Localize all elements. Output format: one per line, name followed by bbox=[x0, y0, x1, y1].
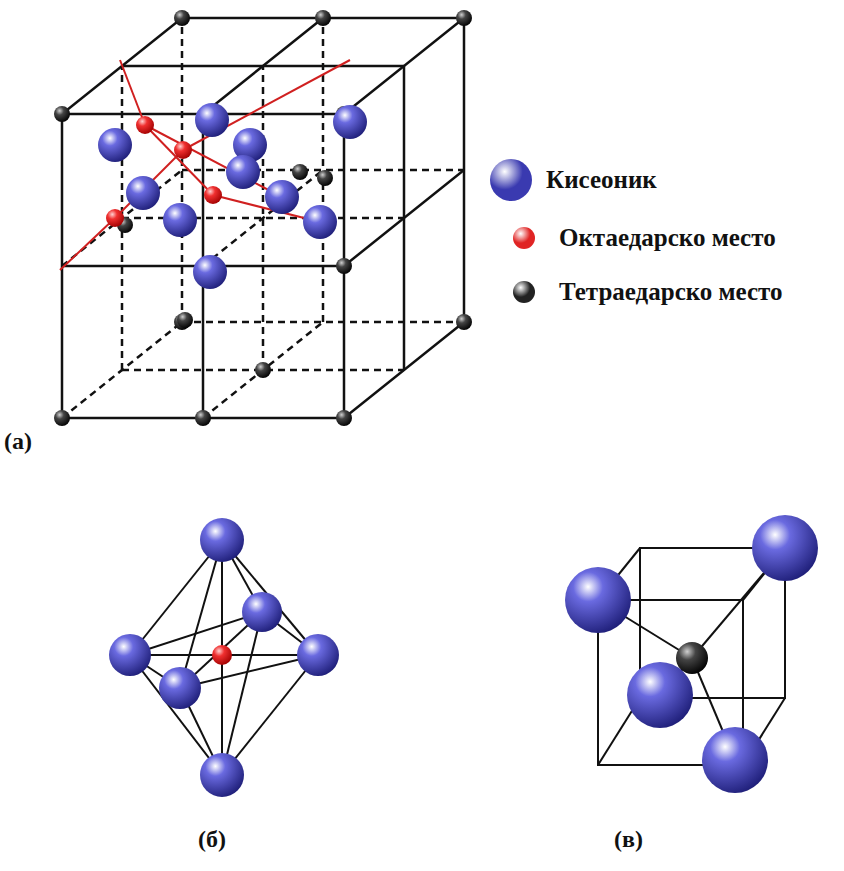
tetrahedral-site bbox=[195, 410, 211, 426]
cell-edge bbox=[203, 322, 323, 418]
octahedron-figure bbox=[130, 540, 318, 775]
tetrahedral-site bbox=[456, 314, 472, 330]
tetrahedral-site bbox=[292, 164, 308, 180]
legend-row: Кисеоник bbox=[490, 158, 657, 202]
tetrahedral-site bbox=[336, 258, 352, 274]
figure-label: (в) bbox=[614, 826, 643, 853]
tetrahedral-site bbox=[317, 170, 333, 186]
cell-edge bbox=[344, 170, 464, 266]
tetrahedral-site bbox=[177, 312, 193, 328]
legend-swatch bbox=[490, 159, 532, 201]
cell-edge bbox=[122, 65, 404, 68]
octahedral-sites bbox=[106, 116, 222, 227]
legend-text: Октаедарско место bbox=[559, 224, 776, 252]
tetrahedral-site bbox=[54, 106, 70, 122]
oxygen-atoms bbox=[98, 103, 367, 289]
tetrahedral-site bbox=[54, 410, 70, 426]
legend-swatch bbox=[513, 281, 535, 303]
tetrahedron-atoms bbox=[565, 515, 818, 793]
figure-label: (б) bbox=[198, 826, 226, 853]
tetrahedral-site bbox=[456, 10, 472, 26]
legend-text: Кисеоник bbox=[546, 166, 657, 194]
octahedron-atoms bbox=[109, 518, 339, 797]
cell-edge bbox=[322, 18, 325, 322]
tetrahedron-figure bbox=[598, 548, 785, 765]
legend-row: Тетраедарско место bbox=[503, 270, 783, 314]
cell-edge bbox=[463, 18, 466, 322]
tetrahedral-site bbox=[336, 410, 352, 426]
legend-swatch bbox=[513, 227, 535, 249]
unit-cell-grid bbox=[62, 18, 464, 418]
figure-label: (а) bbox=[4, 428, 32, 455]
tetrahedral-site bbox=[174, 10, 190, 26]
octahedral-bonds bbox=[60, 60, 350, 270]
legend-text: Тетраедарско место bbox=[559, 278, 783, 306]
tetrahedral-sites bbox=[54, 10, 472, 426]
tetrahedral-site bbox=[315, 10, 331, 26]
tetrahedral-site bbox=[255, 362, 271, 378]
legend-row: Октаедарско место bbox=[503, 216, 776, 260]
cell-edge bbox=[344, 18, 464, 114]
